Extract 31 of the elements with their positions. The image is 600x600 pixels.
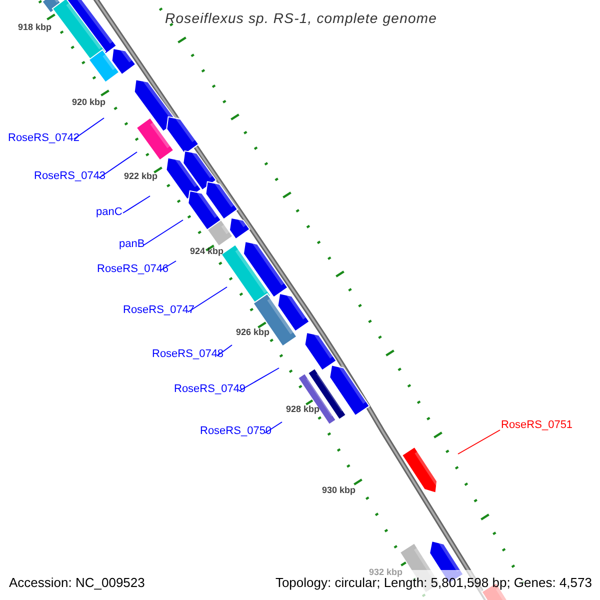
tick-label: 926 kbp [236,328,270,337]
tick-label: 930 kbp [322,486,356,495]
tick-label: 924 kbp [190,247,224,256]
genome-info-text: Topology: circular; Length: 5,801,598 bp; Genes: 4,573 [275,576,592,589]
gene-label: RoseRS_0743 [34,171,106,182]
tick-label: 920 kbp [72,98,106,107]
gene-label: RoseRS_0747 [123,305,195,316]
leader-line [74,118,104,140]
accession-text: Accession: NC_009523 [9,576,145,589]
leader-line [216,344,232,356]
gene-label: panB [119,239,145,250]
gene-label: RoseRS_0749 [174,384,246,395]
leader-line [238,368,280,392]
leader-line [144,220,184,246]
gene-label: RoseRS_0750 [200,426,272,437]
tick-label: 918 kbp [18,23,52,32]
leader-line [264,422,282,434]
tick-label: 928 kbp [286,405,320,414]
leader-line [98,152,138,178]
title: Roseiflexus sp. RS-1, complete genome [165,11,437,25]
tick-label: 922 kbp [124,172,158,181]
gene-label: RoseRS_0742 [8,133,80,144]
leader-line [160,260,176,270]
gene-label: RoseRS_0751 [501,420,573,431]
leader-line [188,286,228,312]
gene-label: RoseRS_0748 [152,349,224,360]
leader-line [122,196,150,214]
tick-label: 932 kbp [369,568,403,577]
leader-line [458,430,500,454]
gene-label: panC [96,207,122,218]
gene-label: RoseRS_0746 [97,264,169,275]
